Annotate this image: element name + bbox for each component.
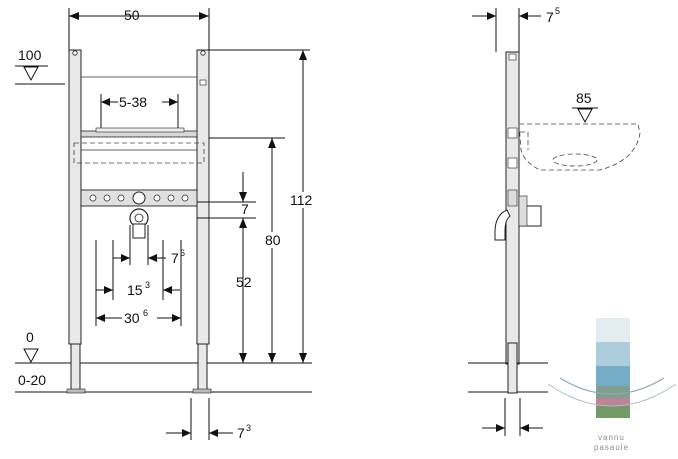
frame-left-foot xyxy=(70,343,81,393)
offset-small-label: 7 xyxy=(241,201,249,217)
spacing-b-label: 15 xyxy=(127,282,143,298)
basin-level-label: 85 xyxy=(576,90,592,106)
depth-top-sup: 5 xyxy=(555,6,560,16)
adjust-range-label: 5-38 xyxy=(119,94,147,110)
side-frame-foot xyxy=(507,342,518,394)
frame-right-post xyxy=(196,49,210,345)
frame-left-post xyxy=(68,49,82,345)
width-label: 50 xyxy=(124,7,140,23)
foot-width-sup: 3 xyxy=(246,423,251,433)
basin-level-marker-icon xyxy=(577,108,593,124)
basin-outline xyxy=(73,142,205,164)
height-mid-label: 80 xyxy=(265,232,281,248)
height-low-label: 52 xyxy=(236,274,252,290)
watermark-line1: vannu xyxy=(598,433,625,442)
level-top-label: 100 xyxy=(18,47,42,63)
spacing-c-label: 30 xyxy=(124,310,140,326)
spacing-c-sup: 6 xyxy=(143,308,148,318)
foot-width-label: 7 xyxy=(237,425,245,441)
depth-top-label: 7 xyxy=(546,9,554,25)
floor-level-marker-icon xyxy=(23,348,39,364)
frame-right-foot xyxy=(197,343,208,393)
spacing-a-sup: 6 xyxy=(180,248,185,258)
trap-icon xyxy=(494,209,511,241)
side-view: 7 5 85 xyxy=(468,6,641,436)
level-marker-icon xyxy=(23,66,39,82)
basin-side-icon xyxy=(518,123,641,171)
spacing-b-sup: 3 xyxy=(145,280,150,290)
side-frame-post xyxy=(505,51,520,365)
spacing-a-label: 7 xyxy=(171,250,179,266)
floor-range-label: 0-20 xyxy=(18,372,46,388)
height-total-label: 112 xyxy=(290,192,313,208)
watermark-line2: pasaule xyxy=(594,443,629,452)
level-floor-label: 0 xyxy=(26,329,34,345)
watermark-logo: vannu pasaule xyxy=(547,318,677,452)
front-view: 50 100 5-38 xyxy=(15,7,319,441)
drain-fitting-icon xyxy=(132,191,146,205)
